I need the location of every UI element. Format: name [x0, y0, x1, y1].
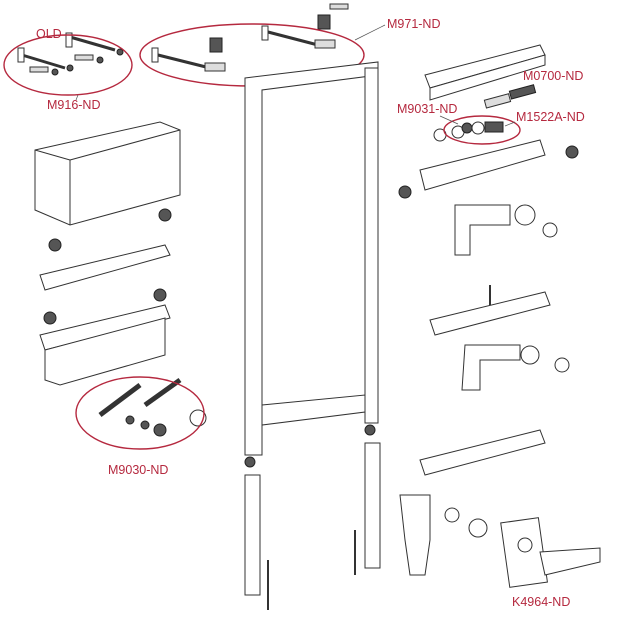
m916-anchor-set: [17, 32, 124, 76]
left-support-box: [34, 121, 181, 252]
m9030-label: M9030-ND: [108, 463, 169, 477]
installation-frame: [244, 61, 381, 610]
left-rails: [39, 244, 171, 386]
right-upper-bracket: [424, 44, 546, 142]
m9031-label: M9031-ND: [397, 102, 458, 116]
m971-label: M971-ND: [387, 17, 441, 31]
old-label: OLD: [36, 27, 62, 41]
m971-anchor-set: [151, 3, 349, 72]
m1522a-label: M1522A-ND: [516, 110, 585, 124]
right-bracket-with-elbow: [398, 139, 579, 256]
m9031-m1522a-callout-ellipse: [443, 115, 521, 145]
m9030-callout-ellipse: [75, 376, 205, 450]
right-lower-bracket-siphon: [399, 429, 601, 588]
m916-callout-ellipse: [3, 34, 133, 96]
m916-label: M916-ND: [47, 98, 101, 112]
k4964-label: K4964-ND: [512, 595, 571, 609]
right-middle-bracket: [429, 285, 570, 391]
m0700-label: M0700-ND: [523, 69, 584, 83]
m9030-fixing-set: [98, 377, 207, 437]
